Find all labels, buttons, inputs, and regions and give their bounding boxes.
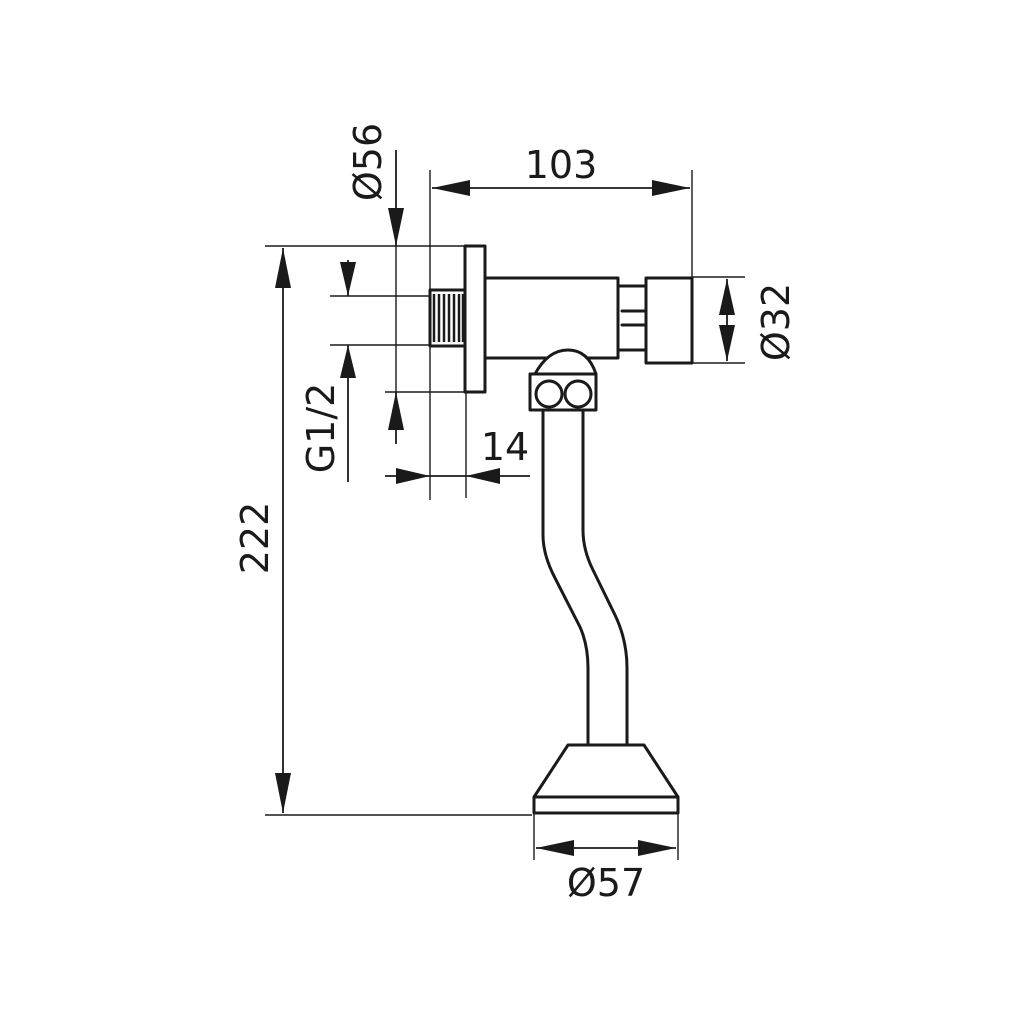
dimension-lines [275, 150, 735, 856]
cone-spreader [532, 743, 680, 815]
flush-pipe [541, 408, 629, 747]
push-button [644, 276, 694, 365]
wall-flange [463, 244, 487, 394]
outlet-dome [533, 348, 598, 376]
valve-body [483, 276, 620, 360]
extension-lines [265, 170, 745, 860]
valve-neck [616, 284, 648, 352]
dim-thread-size: G1/2 [299, 383, 343, 474]
dim-cone-diameter: Ø57 [567, 861, 645, 905]
dim-total-height: 222 [233, 502, 277, 575]
dim-button-diameter: Ø32 [754, 283, 798, 361]
valve-assembly [428, 244, 694, 815]
thread-hatching [432, 294, 465, 342]
dim-valve-length: 103 [525, 143, 598, 187]
dim-flange-diameter: Ø56 [346, 123, 390, 201]
dim-flange-thickness: 14 [481, 425, 529, 469]
